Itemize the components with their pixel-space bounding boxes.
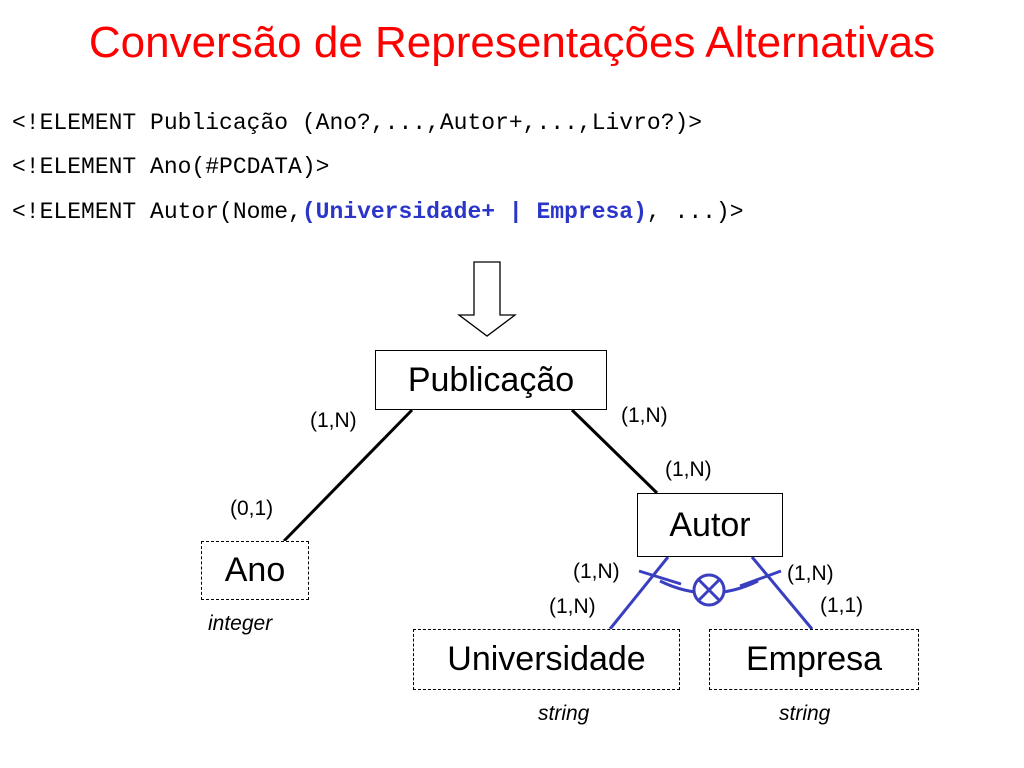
- page-title: Conversão de Representações Alternativas: [88, 18, 936, 67]
- node-empresa: Empresa: [709, 629, 919, 690]
- xor-circle-icon: [692, 573, 726, 607]
- node-autor: Autor: [637, 493, 783, 557]
- card-autor-univ-top: (1,N): [573, 560, 620, 583]
- edge-publicacao-ano: [282, 408, 414, 543]
- edge-autor-empresa: [750, 556, 814, 630]
- edge-autor-universidade-tick: [638, 569, 682, 586]
- dtd-line-autor: <!ELEMENT Autor(Nome,(Universidade+ | Em…: [12, 199, 744, 225]
- node-ano: Ano: [201, 541, 309, 600]
- down-arrow-icon: [457, 261, 517, 337]
- card-pub-ano-bottom: (0,1): [230, 497, 274, 520]
- dtd-line-autor-prefix: <!ELEMENT Autor(Nome,: [12, 199, 302, 225]
- dtd-alternative-highlight: (Universidade+ | Empresa): [301, 199, 647, 225]
- dtd-line-publicacao: <!ELEMENT Publicação (Ano?,...,Autor+,..…: [12, 110, 703, 136]
- card-autor-univ-bottom: (1,N): [549, 595, 596, 618]
- type-empresa: string: [779, 702, 831, 725]
- card-pub-autor-top: (1,N): [621, 404, 668, 427]
- node-universidade: Universidade: [413, 629, 680, 690]
- edge-autor-universidade: [608, 556, 670, 630]
- card-pub-ano-top: (1,N): [310, 409, 357, 432]
- edge-publicacao-autor: [570, 408, 659, 495]
- edge-autor-empresa-tick: [739, 569, 782, 588]
- type-universidade: string: [538, 702, 590, 725]
- card-pub-autor-bottom: (1,N): [665, 458, 712, 481]
- card-autor-emp-bottom: (1,1): [820, 594, 864, 617]
- type-ano: integer: [208, 612, 273, 635]
- dtd-line-autor-suffix: , ...)>: [646, 199, 744, 225]
- node-publicacao: Publicação: [375, 350, 607, 410]
- dtd-line-ano: <!ELEMENT Ano(#PCDATA)>: [12, 154, 330, 180]
- card-autor-emp-top: (1,N): [787, 562, 834, 585]
